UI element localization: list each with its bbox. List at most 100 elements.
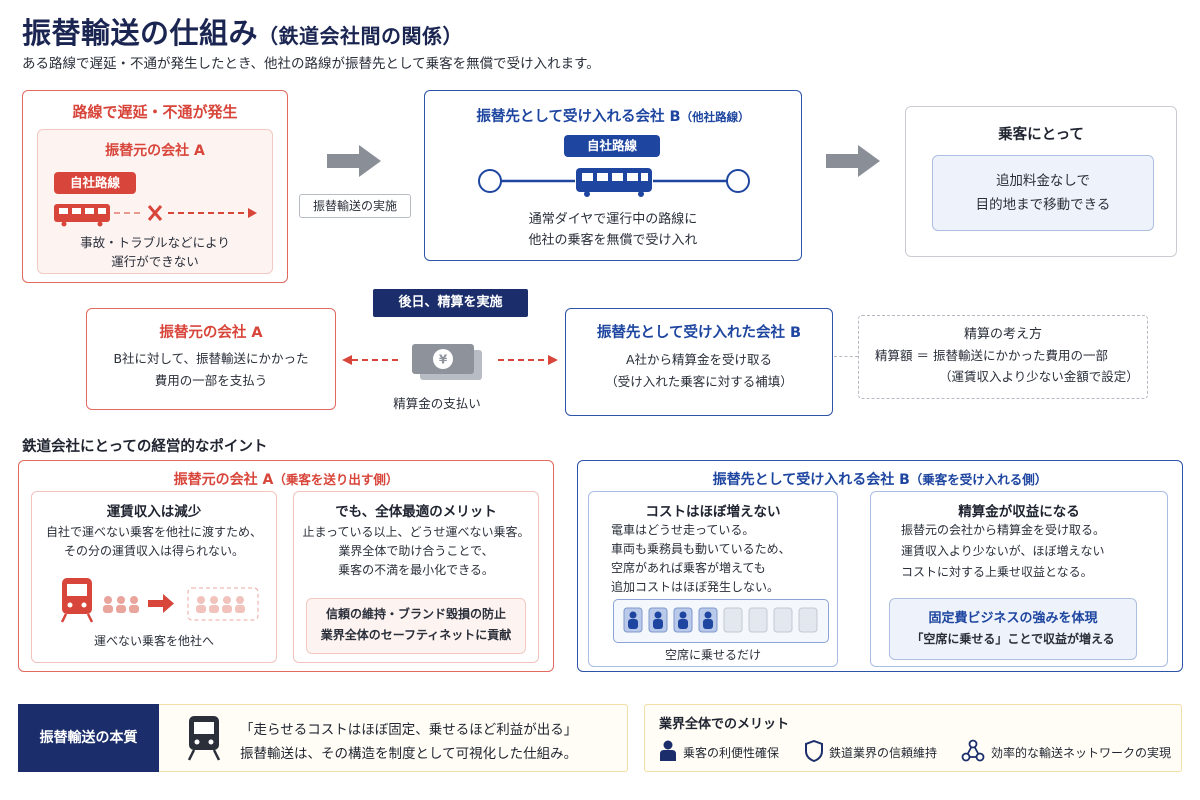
settle-origin-desc-2: 費用の一部を支払う <box>154 373 268 388</box>
origin-desc-2: 運行ができない <box>111 254 199 269</box>
points-heading: 鉄道会社にとっての経営的なポイント <box>22 439 268 455</box>
overall-merit-card: でも、全体最適のメリット 止まっている以上、どうせ運べない乗客。 業界全体で助け… <box>293 491 539 663</box>
card-line-2: 車両も乗務員も動いているため、 <box>611 542 791 556</box>
revenue-card: 精算金が収益になる 振替元の会社から精算金を受け取る。 運賃収入より少ないが、ほ… <box>870 491 1168 667</box>
running-line-graphic <box>478 168 750 197</box>
settle-receiving-desc-2: （受け入れた乗客に対する補填） <box>605 374 793 389</box>
card-line-1: 止まっている以上、どうせ運べない乗客。 <box>302 525 530 539</box>
card-line-3: コストに対する上乗せ収益となる。 <box>901 565 1093 579</box>
points-origin-panel: 振替元の会社 A（乗客を送り出す側） 運賃収入は減少 自社で運べない乗客を他社に… <box>18 460 554 672</box>
empty-seat-icon <box>723 607 743 633</box>
card-line-1: 電車はどうせ走っている。 <box>611 523 755 537</box>
own-line-tag: 自社路線 <box>54 172 136 194</box>
card-line-1: 自社で運べない乗客を他社に渡すため、 <box>45 525 262 539</box>
note-line-2: （運賃収入より少ない金額で設定） <box>939 369 1139 384</box>
train-icon <box>187 716 221 761</box>
cross-icon <box>147 205 163 221</box>
settle-receiving-heading: 振替先として受け入れた会社 B <box>596 325 802 341</box>
stopped-line-graphic <box>54 204 257 227</box>
network-icon <box>961 739 985 762</box>
settlement-banner: 後日、精算を実施 <box>373 289 528 317</box>
merit-item-2: 鉄道業界の信頼維持 <box>829 746 938 760</box>
person-icon <box>103 596 139 613</box>
train-icon <box>54 204 110 227</box>
card-line-3: 空席があれば乗客が増えても <box>611 561 766 575</box>
empty-seat-icon <box>773 607 793 633</box>
money-icon: ¥ <box>412 344 482 380</box>
empty-seat-icon <box>748 607 768 633</box>
money-label: 精算金の支払い <box>393 396 481 411</box>
points-origin-heading: 振替元の会社 A（乗客を送り出す側） <box>173 472 399 488</box>
occupied-seat-icon <box>673 607 693 633</box>
seat-graphic <box>623 607 818 633</box>
essence-label: 振替輸送の本質 <box>18 704 159 772</box>
origin-heading: 路線で遅延・不通が発生 <box>72 103 238 121</box>
settle-receiving-desc-1: A社から精算金を受け取る <box>625 352 773 367</box>
receiving-desc-2: 他社の乗客を無償で受け入れ <box>528 233 698 248</box>
merit-panel: 業界全体でのメリット 乗客の利便性確保 鉄道業界の信頼維持 効率的な輸送ネットワ… <box>644 704 1182 772</box>
card-title: でも、全体最適のメリット <box>335 504 497 520</box>
passenger-desc-2: 目的地まで移動できる <box>975 197 1111 213</box>
money-symbol: ¥ <box>439 353 448 367</box>
arrow-right-icon <box>327 145 381 177</box>
note-heading: 精算の考え方 <box>963 327 1042 342</box>
empty-seat-icon <box>798 607 818 633</box>
passenger-box: 乗客にとって 追加料金なしで 目的地まで移動できる <box>905 106 1177 257</box>
card-line-1: 振替元の会社から精算金を受け取る。 <box>901 523 1106 537</box>
card-line-2: その分の運賃収入は得られない。 <box>63 544 244 558</box>
settle-origin-box: 振替元の会社 A B社に対して、振替輸送にかかった 費用の一部を支払う <box>86 308 336 410</box>
merit-item-3: 効率的な輸送ネットワークの実現 <box>991 746 1172 760</box>
merit-highlight: 信頼の維持・ブランド毀損の防止 業界全体のセーフティネットに貢献 <box>306 598 526 654</box>
essence-line-2: 振替輸送は、その構造を制度として可視化した仕組み。 <box>240 746 578 762</box>
points-receiving-heading: 振替先として受け入れる会社 B（乗客を受け入れる側） <box>712 472 1048 488</box>
origin-company-box: 路線で遅延・不通が発生 振替元の会社 A 自社路線 事故・トラブルなどにより 運… <box>22 90 288 283</box>
revenue-decrease-card: 運賃収入は減少 自社で運べない乗客を他社に渡すため、 その分の運賃収入は得られな… <box>31 491 277 663</box>
receiving-desc-1: 通常ダイヤで運行中の路線に <box>528 212 698 227</box>
page-title: 振替輸送の仕組み（鉄道会社間の関係） <box>22 16 464 50</box>
card-caption: 運べない乗客を他社へ <box>93 634 214 648</box>
card-line-2: 運賃収入より少ないが、ほぼ増えない <box>901 544 1105 558</box>
origin-company-name: 振替元の会社 A <box>105 143 205 159</box>
card-title: コストはほぼ増えない <box>645 504 781 520</box>
action-label: 振替輸送の実施 <box>299 194 411 218</box>
strength-highlight: 固定費ビジネスの強みを体現 「空席に乗せる」ことで収益が増える <box>889 598 1137 660</box>
origin-desc-1: 事故・トラブルなどにより <box>80 235 230 250</box>
receiving-heading: 振替先として受け入れる会社 B（他社路線） <box>476 109 750 125</box>
seat-row <box>613 599 829 643</box>
settlement-note: 精算の考え方 精算額 ＝ 振替輸送にかかった費用の一部 （運賃収入より少ない金額… <box>858 315 1148 399</box>
merit-item-1: 乗客の利便性確保 <box>683 746 780 760</box>
card-title: 精算金が収益になる <box>958 504 1080 520</box>
occupied-seat-icon <box>623 607 643 633</box>
strength-line: 「空席に乗せる」ことで収益が増える <box>911 632 1115 646</box>
settle-origin-heading: 振替元の会社 A <box>159 325 263 341</box>
settle-origin-desc-1: B社に対して、振替輸送にかかった <box>113 351 309 366</box>
train-icon <box>60 578 94 623</box>
receiving-company-box: 振替先として受け入れる会社 B（他社路線） 自社路線 通常ダイヤで運行中の路線に… <box>424 90 802 261</box>
own-line-tag-b: 自社路線 <box>564 135 660 157</box>
train-icon <box>576 168 652 197</box>
note-connector <box>834 356 858 357</box>
passenger-transfer-graphic <box>60 578 259 623</box>
card-line-4: 追加コストはほぼ発生しない。 <box>611 580 780 594</box>
cost-card: コストはほぼ増えない 電車はどうせ走っている。 車両も乗務員も動いているため、 … <box>588 491 838 667</box>
essence-line-1: 「走らせるコストはほぼ固定、乗せるほど利益が出る」 <box>240 722 578 738</box>
payment-flow-graphic: ¥ <box>342 344 558 380</box>
card-title: 運賃収入は減少 <box>106 504 202 520</box>
strength-title: 固定費ビジネスの強みを体現 <box>928 611 1098 626</box>
merit-line-1: 信頼の維持・ブランド毀損の防止 <box>325 607 506 621</box>
page-subtitle: ある路線で遅延・不通が発生したとき、他社の路線が振替先として乗客を無償で受け入れ… <box>22 56 600 72</box>
person-icon <box>660 740 676 761</box>
points-receiving-panel: 振替先として受け入れる会社 B（乗客を受け入れる側） コストはほぼ増えない 電車… <box>577 460 1183 672</box>
passenger-heading: 乗客にとって <box>998 127 1084 143</box>
passenger-benefit: 追加料金なしで 目的地まで移動できる <box>932 155 1154 231</box>
settle-receiving-box: 振替先として受け入れた会社 B A社から精算金を受け取る （受け入れた乗客に対す… <box>565 308 833 416</box>
note-line-1: 精算額 ＝ 振替輸送にかかった費用の一部 <box>875 348 1108 363</box>
card-line-2: 業界全体で助け合うことで、 <box>338 544 494 558</box>
card-line-3: 乗客の不満を最小化できる。 <box>338 563 494 577</box>
occupied-seat-icon <box>698 607 718 633</box>
shield-icon <box>805 740 823 762</box>
origin-inner-card: 振替元の会社 A 自社路線 事故・トラブルなどにより 運行ができない <box>37 129 273 274</box>
arrow-right-icon <box>826 145 880 177</box>
merit-line-2: 業界全体のセーフティネットに貢献 <box>320 628 512 642</box>
passenger-desc-1: 追加料金なしで <box>995 173 1091 189</box>
